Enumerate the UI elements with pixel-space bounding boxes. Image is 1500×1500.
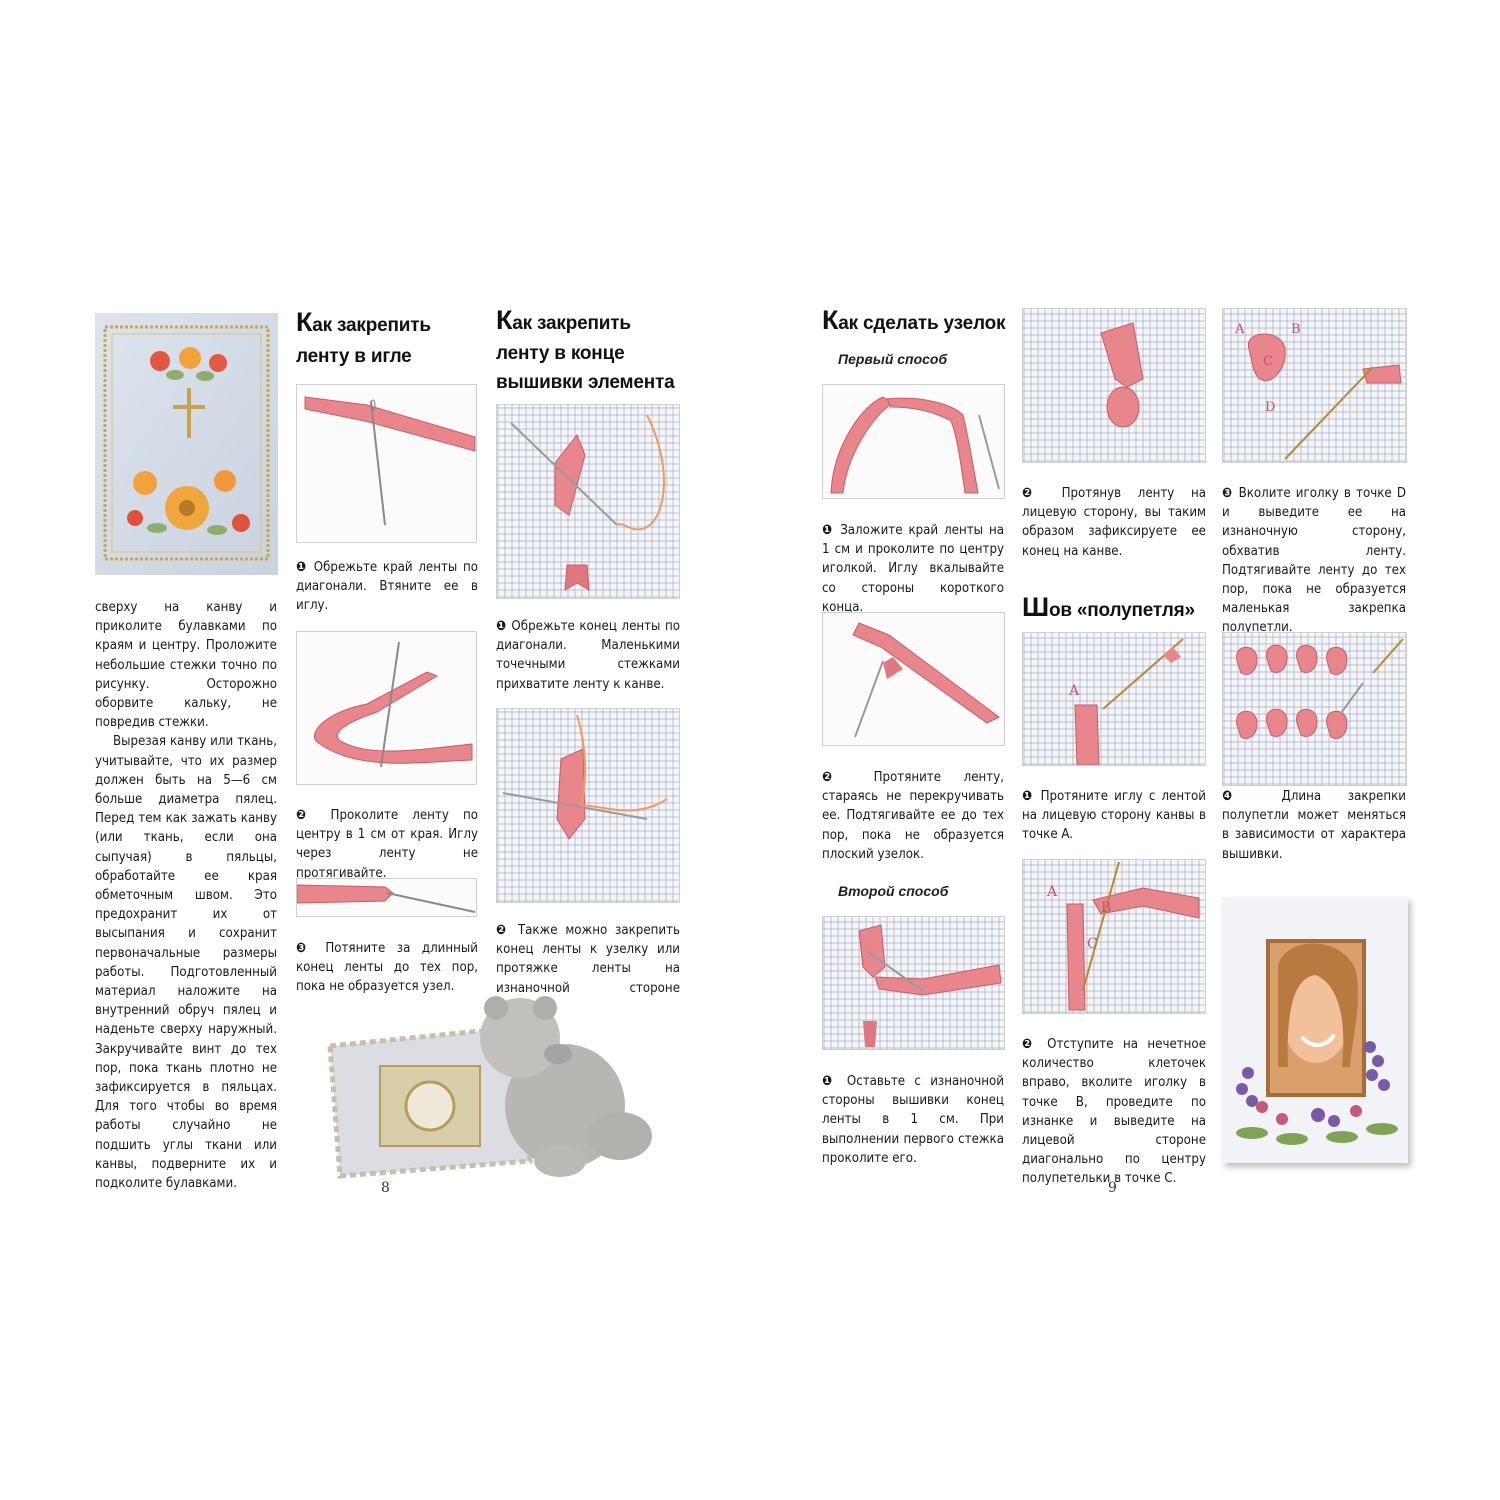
step-half-loop-3: ❸ Вколите иголку в точке D и выведите ее… — [1222, 484, 1406, 638]
step-text: Вколите иголку в точке D и выведите ее н… — [1222, 486, 1406, 636]
step-number: ❸ — [296, 941, 314, 956]
step-knot-first-2: ❷ Протяните ленту, стараясь не перекручи… — [822, 768, 1004, 864]
photo-half-loop-step-4 — [1222, 632, 1407, 786]
step-text: Длина закрепки полупетли может меняться … — [1222, 789, 1406, 862]
step-number: ❷ — [822, 770, 851, 785]
photo-label-c: C — [1263, 354, 1273, 369]
section-heading-attach-at-end: Как закрепить ленту в конце вышивки элем… — [496, 306, 681, 397]
step-half-loop-4: ❹ Длина закрепки полупетли может менятьс… — [1222, 787, 1406, 864]
step-text: Протяните иглу с лентой на лицевую сторо… — [1022, 789, 1206, 843]
step-number: ❶ — [822, 523, 835, 538]
step-knot-first-1: ❶ Заложите край ленты на 1 см и проколит… — [822, 521, 1004, 617]
photo-half-loop-step-3: A B C D — [1222, 308, 1407, 463]
step-text: Потяните за длинный конец ленты до тех п… — [296, 941, 478, 995]
heading-line-2: ленту в игле — [296, 346, 412, 367]
step-text: Обрежьте край ленты по диагонали. Втянит… — [296, 560, 478, 614]
section-heading-half-loop: Шов «полупетля» — [1022, 592, 1212, 627]
step-number: ❶ — [496, 619, 507, 634]
step-number: ❷ — [1022, 1037, 1038, 1052]
step-half-loop-1: ❶ Протяните иглу с лентой на лицевую сто… — [1022, 787, 1206, 845]
step-text: Протяните ленту, стараясь не перекручива… — [822, 770, 1004, 862]
step-text: Обрежьте конец ленты по диагонали. Мален… — [496, 619, 680, 692]
page-number-left: 8 — [381, 1180, 390, 1196]
photo-label-a: A — [1068, 683, 1080, 699]
photo-end-step-2 — [496, 708, 680, 903]
embroidered-photo-frame — [1222, 897, 1408, 1163]
step-half-loop-2: ❷ Отступите на нечетное количество клето… — [1022, 1035, 1206, 1189]
heading-capital: Ш — [1022, 592, 1049, 622]
photo-needle-step-2 — [296, 631, 477, 785]
embroidered-card-photo — [95, 313, 278, 575]
photo-knot-first-step-1 — [822, 384, 1005, 499]
heading-line-1: ак закрепить — [512, 313, 631, 334]
photo-needle-step-3 — [296, 878, 477, 917]
step-text: Заложите край ленты на 1 см и проколите … — [822, 523, 1004, 615]
step-number: ❹ — [1222, 789, 1255, 804]
heading-capital: К — [496, 305, 513, 335]
photo-knot-first-step-2b — [1022, 308, 1206, 463]
heading-capital: К — [296, 307, 313, 337]
photo-label-b: B — [1291, 322, 1301, 337]
step-needle-3: ❸ Потяните за длинный конец ленты до тех… — [296, 939, 478, 997]
photo-half-loop-step-2: A B C — [1022, 859, 1206, 1014]
intro-text-column: сверху на канву и приколите булавками по… — [95, 598, 277, 1193]
photo-half-loop-step-1: A — [1022, 632, 1206, 766]
step-text: Проколите ленту по центру в 1 см от края… — [296, 808, 478, 881]
photo-end-step-1 — [496, 404, 680, 599]
step-text: Отступите на нечетное количество клеточе… — [1022, 1037, 1206, 1187]
heading-line-2: ленту в конце — [496, 343, 625, 364]
heading-capital: К — [822, 305, 839, 335]
step-number: ❶ — [296, 560, 309, 575]
step-number: ❶ — [1022, 789, 1035, 804]
subhead-second-method: Второй способ — [838, 883, 949, 899]
page-number-right: 9 — [1108, 1180, 1117, 1196]
teddy-bear-pillow-photo — [320, 996, 660, 1181]
step-needle-2: ❷ Проколите ленту по центру в 1 см от кр… — [296, 806, 478, 883]
photo-label-a: A — [1234, 322, 1245, 337]
photo-label-b: B — [1101, 900, 1111, 916]
section-heading-make-knot: Как сделать узелок — [822, 305, 1012, 340]
heading-line-3: вышивки элемента — [496, 372, 675, 393]
photo-label-d: D — [1265, 400, 1275, 415]
step-needle-1: ❶ Обрежьте край ленты по диагонали. Втян… — [296, 558, 478, 616]
step-number: ❷ — [1022, 486, 1045, 501]
subhead-first-method: Первый способ — [838, 351, 948, 367]
step-number: ❷ — [296, 808, 317, 823]
step-number: ❸ — [1222, 486, 1234, 501]
heading-rest: ак сделать узелок — [838, 313, 1006, 334]
photo-needle-step-1 — [296, 384, 477, 543]
heading-rest: ов «полупетля» — [1048, 600, 1195, 621]
step-number: ❷ — [496, 923, 511, 938]
photo-knot-first-step-2 — [822, 612, 1005, 746]
step-text: Протянув ленту на лицевую сторону, вы та… — [1022, 486, 1206, 559]
step-knot-second-1: ❶ Оставьте с изнаночной стороны вышивки … — [822, 1072, 1004, 1168]
step-knot-first-2b: ❷ Протянув ленту на лицевую сторону, вы … — [1022, 484, 1206, 561]
step-end-1: ❶ Обрежьте конец ленты по диагонали. Мал… — [496, 617, 680, 694]
heading-line-1: ак закрепить — [312, 315, 431, 336]
intro-paragraph-2: Вырезая канву или ткань, учитывайте, что… — [95, 734, 277, 1192]
step-text: Оставьте с изнаночной стороны вышивки ко… — [822, 1074, 1005, 1166]
step-number: ❶ — [822, 1074, 838, 1089]
photo-knot-second-step-1 — [822, 916, 1005, 1050]
photo-label-c: C — [1087, 936, 1098, 952]
intro-paragraph-1: сверху на канву и приколите булавками по… — [95, 600, 277, 731]
section-heading-attach-in-needle: Как закрепить ленту в игле — [296, 307, 476, 372]
photo-label-a: A — [1046, 884, 1058, 900]
